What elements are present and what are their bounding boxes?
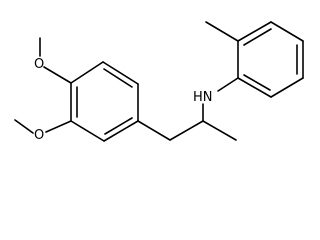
methoxy-top-bond (43, 66, 72, 84)
ring-b-double-bond (243, 74, 271, 91)
ring-b-bond (237, 21, 272, 42)
methyl-bond (202, 120, 237, 141)
nh-label: HN (193, 90, 213, 105)
molecule-drawing: O O HN (14, 21, 304, 143)
methoxy-bottom-bond (45, 120, 72, 133)
ring-a-bond (70, 61, 104, 84)
ring-b-double-bond (243, 28, 272, 46)
oxygen-top-label: O (34, 57, 44, 72)
ring-a-double-bond (104, 117, 133, 135)
structure-canvas: O O HN (14, 21, 304, 143)
ring-b-bond (237, 77, 272, 98)
ring-a-bond (102, 61, 139, 85)
methoxy-top: O (34, 37, 72, 84)
ring-b-bond (270, 21, 304, 42)
ring-a-bond (103, 120, 139, 142)
oxygen-bottom-label: O (34, 128, 44, 143)
tolyl-ring (237, 21, 304, 98)
ring-b-bond (270, 77, 304, 98)
chain-bond (169, 120, 204, 141)
tolyl-methyl-bond (205, 21, 239, 42)
nh-aryl-bond (217, 77, 239, 92)
methoxy-bottom-methyl-bond (14, 119, 34, 134)
methoxy-bottom: O (14, 119, 72, 143)
propyl-chain (137, 103, 237, 141)
dimethoxyphenyl-ring (70, 61, 139, 142)
chain-bond (137, 120, 171, 141)
ring-a-double-bond (103, 68, 133, 88)
ring-a-bond (70, 120, 105, 142)
